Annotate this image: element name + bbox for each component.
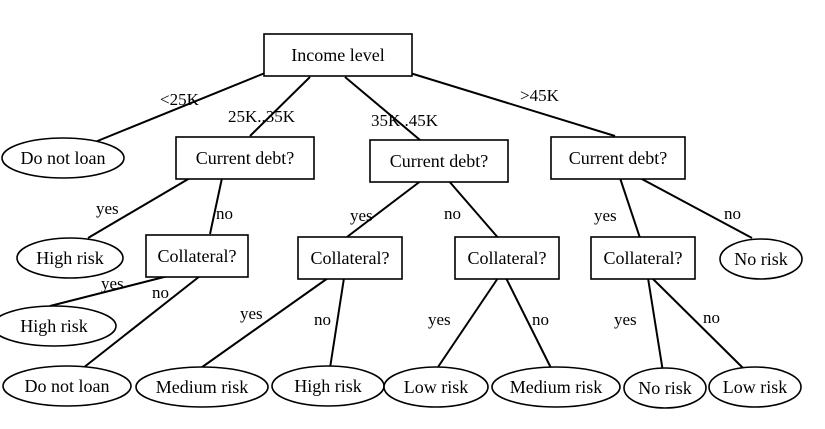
edge-root-debt1	[249, 76, 311, 137]
edge-collateral4-norisk	[647, 277, 664, 373]
node-box	[550, 136, 686, 180]
edge-root-donotloan	[94, 72, 266, 143]
node-box	[297, 236, 403, 280]
node-label: Collateral?	[311, 248, 390, 268]
leaf-label: Low risk	[404, 377, 469, 397]
leaf-label: Medium risk	[156, 377, 249, 397]
edge-labels: <25K 25K..35K 35K..45K >45K yes no yes n…	[96, 86, 741, 329]
node-income-level: Income level	[263, 33, 413, 77]
leaf-label: High risk	[294, 376, 362, 396]
leaf-no-risk-2: No risk	[719, 238, 803, 280]
leaf-ellipse	[708, 366, 802, 408]
edge-collateral2-highrisk	[329, 277, 345, 369]
node-box	[454, 236, 560, 280]
edge-debt2-collateral3	[447, 179, 501, 241]
edge-label-no: no	[532, 310, 549, 329]
leaf-medium-risk-2: Medium risk	[491, 366, 621, 408]
node-label: Collateral?	[468, 248, 547, 268]
node-label: Collateral?	[158, 246, 237, 266]
edge-label-yes: yes	[101, 274, 124, 293]
node-collateral-4: Collateral?	[590, 236, 696, 280]
edge-collateral3-mediumrisk	[505, 277, 553, 371]
node-box	[263, 33, 413, 77]
edge-label-no: no	[152, 283, 169, 302]
edge-label-yes: yes	[614, 310, 637, 329]
node-collateral-1: Collateral?	[145, 234, 249, 278]
node-box	[145, 234, 249, 278]
leaf-label: No risk	[734, 249, 788, 269]
leaf-high-risk-2: High risk	[0, 305, 117, 347]
edge-label-no: no	[703, 308, 720, 327]
node-collateral-3: Collateral?	[454, 236, 560, 280]
leaf-label: High risk	[20, 316, 88, 336]
node-current-debt-1: Current debt?	[175, 136, 315, 180]
leaf-label: Low risk	[723, 377, 788, 397]
leaf-low-risk-2: Low risk	[708, 366, 802, 408]
leaf-ellipse	[135, 366, 269, 408]
edge-label-lt25k: <25K	[160, 90, 200, 109]
edge-collateral3-lowrisk	[435, 277, 499, 371]
leaf-do-not-loan-2: Do not loan	[2, 365, 132, 407]
leaf-label: Do not loan	[21, 148, 106, 168]
edge-label-25k-35k: 25K..35K	[228, 107, 296, 126]
edge-debt3-collateral4	[619, 177, 641, 239]
edge-label-no: no	[314, 310, 331, 329]
node-label: Collateral?	[604, 248, 683, 268]
leaf-medium-risk-1: Medium risk	[135, 366, 269, 408]
node-collateral-2: Collateral?	[297, 236, 403, 280]
node-label: Income level	[291, 45, 384, 65]
node-label: Current debt?	[569, 148, 667, 168]
edge-label-yes: yes	[96, 199, 119, 218]
leaf-no-risk-1: No risk	[623, 367, 707, 409]
edge-collateral4-lowrisk	[651, 277, 746, 371]
node-box	[590, 236, 696, 280]
edges	[49, 72, 753, 373]
edge-label-gt45k: >45K	[520, 86, 560, 105]
edge-debt1-collateral1	[209, 177, 223, 235]
leaf-ellipse	[623, 367, 707, 409]
node-current-debt-3: Current debt?	[550, 136, 686, 180]
node-current-debt-2: Current debt?	[369, 139, 509, 183]
edge-collateral1-highrisk	[49, 275, 169, 307]
leaf-ellipse	[383, 366, 489, 408]
edge-debt3-norisk	[639, 177, 753, 239]
leaf-high-risk-3: High risk	[271, 365, 385, 407]
leaf-label: No risk	[638, 378, 692, 398]
leaf-label: Medium risk	[510, 377, 603, 397]
edge-root-debt3	[409, 72, 616, 137]
leaf-high-risk-1: High risk	[16, 237, 124, 279]
node-label: Current debt?	[196, 148, 294, 168]
leaf-ellipse	[719, 238, 803, 280]
node-box	[369, 139, 509, 183]
node-box	[175, 136, 315, 180]
edge-label-no: no	[444, 204, 461, 223]
edge-label-yes: yes	[240, 304, 263, 323]
leaf-ellipse	[1, 137, 125, 179]
edge-label-no: no	[724, 204, 741, 223]
edge-label-yes: yes	[350, 206, 373, 225]
node-label: Current debt?	[390, 151, 488, 171]
edge-debt2-collateral2	[342, 179, 423, 241]
leaf-ellipse	[2, 365, 132, 407]
leaf-label: Do not loan	[25, 376, 110, 396]
edge-label-yes: yes	[594, 206, 617, 225]
leaf-ellipse	[16, 237, 124, 279]
leaf-do-not-loan-1: Do not loan	[1, 137, 125, 179]
edge-label-35k-45k: 35K..45K	[371, 111, 439, 130]
edge-label-no: no	[216, 204, 233, 223]
edge-collateral2-mediumrisk	[197, 277, 329, 371]
leaf-ellipse	[491, 366, 621, 408]
edge-label-yes: yes	[428, 310, 451, 329]
edge-collateral1-donotloan	[77, 275, 201, 373]
leaf-ellipse	[0, 305, 117, 347]
edge-debt1-highrisk	[87, 177, 191, 239]
leaf-low-risk-1: Low risk	[383, 366, 489, 408]
leaf-label: High risk	[36, 248, 104, 268]
edge-root-debt2	[344, 76, 421, 141]
